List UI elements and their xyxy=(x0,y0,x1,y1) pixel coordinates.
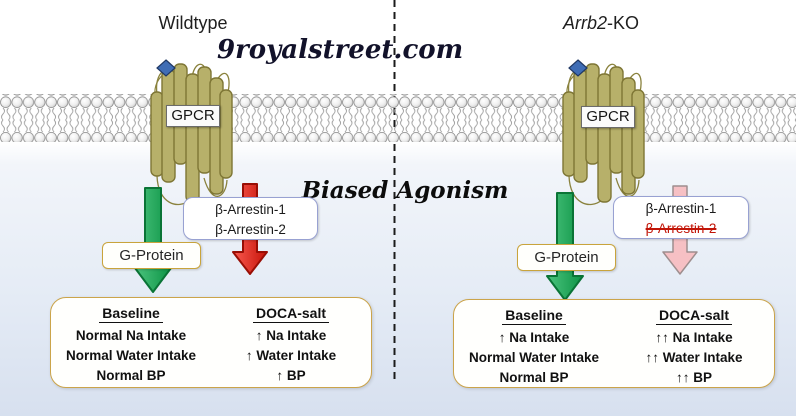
baseline-header: Baseline xyxy=(99,305,163,323)
baseline-column: Baseline ↑ Na Intake Normal Water Intake… xyxy=(454,307,614,387)
arrestin-2-label-knocked-out: β-Arrestin-2 xyxy=(645,221,717,236)
g-protein-box-right: G-Protein xyxy=(517,244,616,271)
summary-row: Normal BP xyxy=(96,368,166,383)
gpcr-label-right: GPCR xyxy=(581,106,635,128)
summary-row: Normal Water Intake xyxy=(65,348,197,363)
summary-box-arrb2-ko: Baseline ↑ Na Intake Normal Water Intake… xyxy=(453,299,775,388)
arrestin-box-left: β-Arrestin-1 β-Arrestin-2 xyxy=(183,197,318,240)
panel-title-arrb2-ko: Arrb2-KO xyxy=(521,13,681,34)
panel-title-rest: Wildtype xyxy=(158,13,228,33)
panel-title-wildtype: Wildtype xyxy=(113,13,273,34)
summary-row: ↑ Water Intake xyxy=(245,348,337,363)
arrestin-2-label: β-Arrestin-2 xyxy=(215,222,286,237)
doca-salt-column: DOCA-salt ↑↑ Na Intake ↑↑ Water Intake ↑… xyxy=(614,307,774,387)
arrestin-1-label: β-Arrestin-1 xyxy=(215,202,286,217)
doca-salt-header: DOCA-salt xyxy=(252,305,329,323)
summary-row: Normal Na Intake xyxy=(75,328,187,343)
gpcr-receptor-right xyxy=(562,59,645,206)
baseline-header: Baseline xyxy=(502,307,566,325)
g-protein-arrow-left xyxy=(134,187,172,293)
summary-row: Normal Water Intake xyxy=(468,350,600,365)
summary-row: ↑ Na Intake xyxy=(255,328,327,343)
doca-salt-column: DOCA-salt ↑ Na Intake ↑ Water Intake ↑ B… xyxy=(211,305,371,387)
panel-title-rest: -KO xyxy=(607,13,640,33)
arrestin-1-label: β-Arrestin-1 xyxy=(645,201,717,216)
summary-box-wildtype: Baseline Normal Na Intake Normal Water I… xyxy=(50,297,372,388)
summary-row: ↑ BP xyxy=(276,368,306,383)
gpcr-label-left: GPCR xyxy=(166,105,220,127)
summary-row: ↑↑ Na Intake xyxy=(655,330,733,345)
doca-salt-header: DOCA-salt xyxy=(655,307,732,325)
lipid-bilayer-membrane xyxy=(0,94,796,142)
gpcr-receptor-left xyxy=(150,59,233,206)
arrestin-box-right: β-Arrestin-1 β-Arrestin-2 xyxy=(613,196,749,239)
summary-row: ↑↑ Water Intake xyxy=(645,350,743,365)
summary-row: ↑↑ BP xyxy=(675,370,712,385)
g-protein-box-left: G-Protein xyxy=(102,242,201,269)
biased-agonism-caption: Biased Agonism xyxy=(301,177,509,204)
summary-row: ↑ Na Intake xyxy=(498,330,570,345)
baseline-column: Baseline Normal Na Intake Normal Water I… xyxy=(51,305,211,387)
summary-row: Normal BP xyxy=(499,370,569,385)
panel-title-italic-part: Arrb2 xyxy=(562,13,607,33)
watermark-text: 9royalstreet.com xyxy=(217,35,464,65)
